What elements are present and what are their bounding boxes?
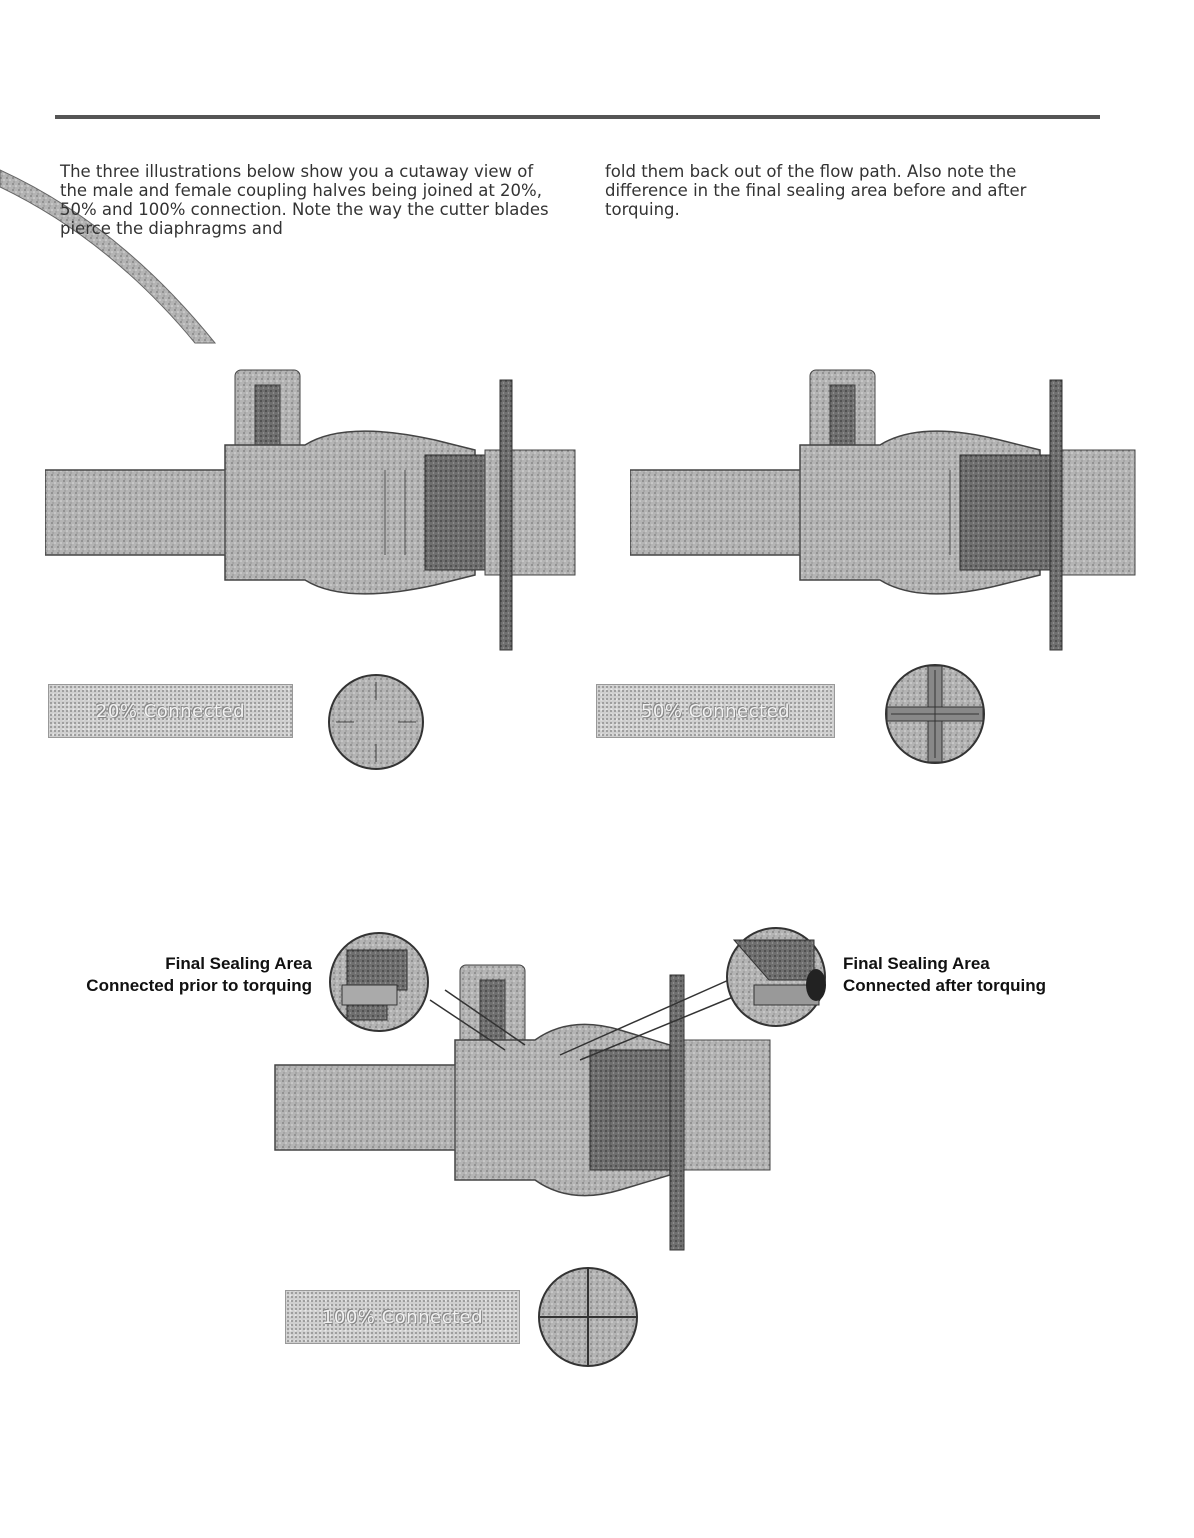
diaphragm-50-inset (885, 664, 985, 764)
callout-left-subtitle: Connected prior to torquing (86, 976, 312, 995)
callout-left-title: Final Sealing Area (165, 954, 312, 973)
label-20-connected: 20% Connected (48, 684, 293, 738)
callout-right-title: Final Sealing Area (843, 954, 990, 973)
seal-detail-before-torque (329, 932, 429, 1032)
callout-before-torque: Final Sealing Area Connected prior to to… (40, 953, 312, 997)
label-50-connected: 50% Connected (596, 684, 835, 738)
diaphragm-100-inset (538, 1267, 638, 1367)
label-100-connected: 100% Connected (285, 1290, 520, 1344)
label-50-text: 50% Connected (640, 700, 791, 722)
intro-text-left: The three illustrations below show you a… (60, 162, 549, 238)
callout-after-torque: Final Sealing Area Connected after torqu… (843, 953, 1123, 997)
intro-text-right: fold them back out of the flow path. Als… (605, 162, 1027, 219)
corner-swoosh-graphic (0, 169, 217, 344)
callout-right-subtitle: Connected after torquing (843, 976, 1047, 995)
coupling-illustration-50 (630, 369, 1136, 651)
top-rule (55, 115, 1100, 119)
label-20-text: 20% Connected (95, 700, 246, 722)
label-100-text: 100% Connected (321, 1306, 484, 1328)
coupling-illustration-20 (45, 369, 576, 651)
diaphragm-20-inset (328, 674, 424, 770)
seal-detail-after-torque (726, 927, 826, 1027)
coupling-illustration-100 (274, 964, 771, 1251)
